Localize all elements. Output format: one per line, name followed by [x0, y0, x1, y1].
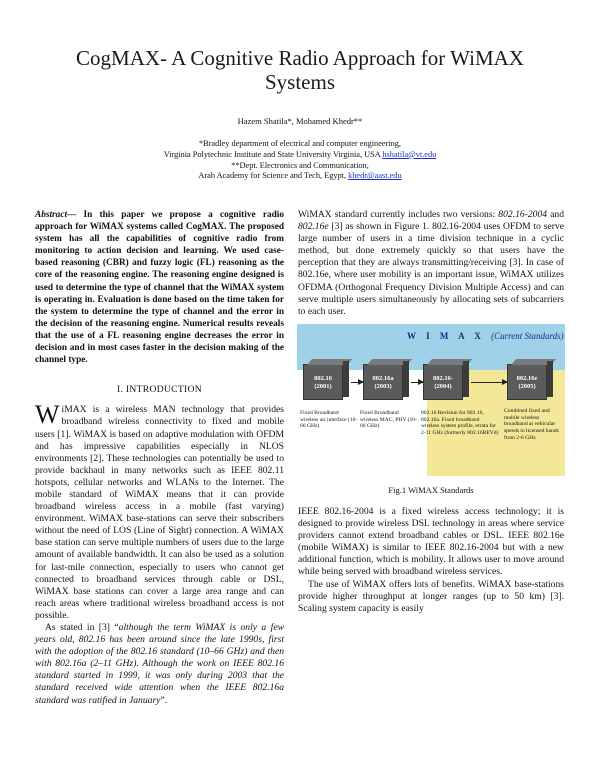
paragraph-text: iMAX is a wireless MAN technology that p…	[35, 404, 284, 621]
quote-text: although the term WiMAX is only a few ye…	[35, 622, 284, 706]
abstract: Abstract— In this paper we propose a cog…	[35, 209, 284, 366]
figure-header: W I M A X (Current Standards)	[407, 330, 564, 342]
box-year: (2004)	[434, 382, 452, 390]
abstract-body: In this paper we propose a cognitive rad…	[35, 210, 284, 366]
drop-cap: W	[35, 400, 60, 430]
standard-box-802-16: 802.16(2001)	[303, 360, 349, 400]
intro-paragraph-3: WiMAX standard currently includes two ve…	[298, 209, 564, 318]
affiliation-line-1: *Bradley department of electrical and co…	[198, 139, 402, 148]
standard-box-802-16a: 802.16a(2003)	[363, 360, 409, 400]
abstract-lead: Abstract—	[35, 210, 77, 220]
paper-title: CogMAX- A Cognitive Radio Approach for W…	[76, 46, 524, 94]
box-label: 802.16e	[516, 374, 538, 382]
paragraph-text: WiMAX standard currently includes two ve…	[298, 209, 499, 220]
box-description: Fixed Broadband wireless air interface (…	[300, 409, 358, 430]
figure-header-main: W I M A X	[407, 330, 492, 341]
right-column: WiMAX standard currently includes two ve…	[297, 209, 565, 615]
standard-name: 802.16e	[298, 221, 329, 233]
paragraph-text: and	[547, 209, 564, 220]
box-description: 802.16 Revision for 802.16, 802.16a. Fix…	[421, 409, 499, 437]
figure-caption: Fig.1 WiMAX Standards	[388, 484, 474, 495]
paragraph-text: ”.	[160, 694, 168, 706]
arrow-right-icon	[411, 378, 424, 385]
standard-box-802-16-2004: 802.16-(2004)	[423, 360, 469, 400]
paragraph-text: [3] as shown in Figure 1. 802.16-2004 us…	[298, 221, 564, 317]
box-year: (2005)	[518, 382, 536, 390]
box-label: 802.16-	[432, 374, 454, 382]
affiliation-line-3: **Dept. Electronics and Communication,	[231, 160, 369, 170]
arrow-right-icon	[471, 378, 508, 385]
box-description: Fixed Broadband wireless MAC, PHY (10-66…	[360, 409, 417, 430]
box-description: Combined fixed and mobile wireless broad…	[504, 407, 559, 442]
box-year: (2003)	[374, 382, 392, 390]
intro-paragraph-4: IEEE 802.16-2004 is a fixed wireless acc…	[298, 505, 564, 578]
box-label: 802.16	[314, 374, 332, 382]
affiliation-line-4: Arab Academy for Science and Tech, Egypt…	[60, 171, 540, 182]
authors: Hazem Shatila*, Mohamed Khedr**	[237, 116, 363, 126]
arrow-right-icon	[351, 378, 364, 385]
figure-header-sub: (Current Standards)	[491, 330, 564, 341]
intro-paragraph-2: As stated in [3] “although the term WiMA…	[35, 622, 284, 707]
email-link-2[interactable]: khedr@aast.edu	[348, 171, 402, 181]
affiliation-text: Arab Academy for Science and Tech, Egypt…	[198, 171, 349, 181]
left-column: Abstract— In this paper we propose a cog…	[35, 209, 284, 707]
affiliation-line-2: Virginia Polytechnic Institute and State…	[60, 150, 540, 161]
wimax-standards-figure: W I M A X (Current Standards) 802.16(200…	[297, 323, 565, 476]
paragraph-text: As stated in [3] “	[45, 622, 119, 633]
standard-box-802-16e: 802.16e(2005)	[507, 360, 553, 400]
box-year: (2001)	[314, 382, 332, 390]
intro-paragraph-5: The use of WiMAX offers lots of benefits…	[298, 578, 564, 614]
affiliations: *Bradley department of electrical and co…	[60, 139, 540, 182]
email-link-1[interactable]: hshatila@vt.edu	[382, 149, 437, 159]
box-label: 802.16a	[372, 374, 394, 382]
standard-name: 802.16-2004	[498, 209, 548, 220]
section-heading: I. INTRODUCTION	[117, 384, 202, 396]
affiliation-text: Virginia Polytechnic Institute and State…	[163, 149, 383, 159]
